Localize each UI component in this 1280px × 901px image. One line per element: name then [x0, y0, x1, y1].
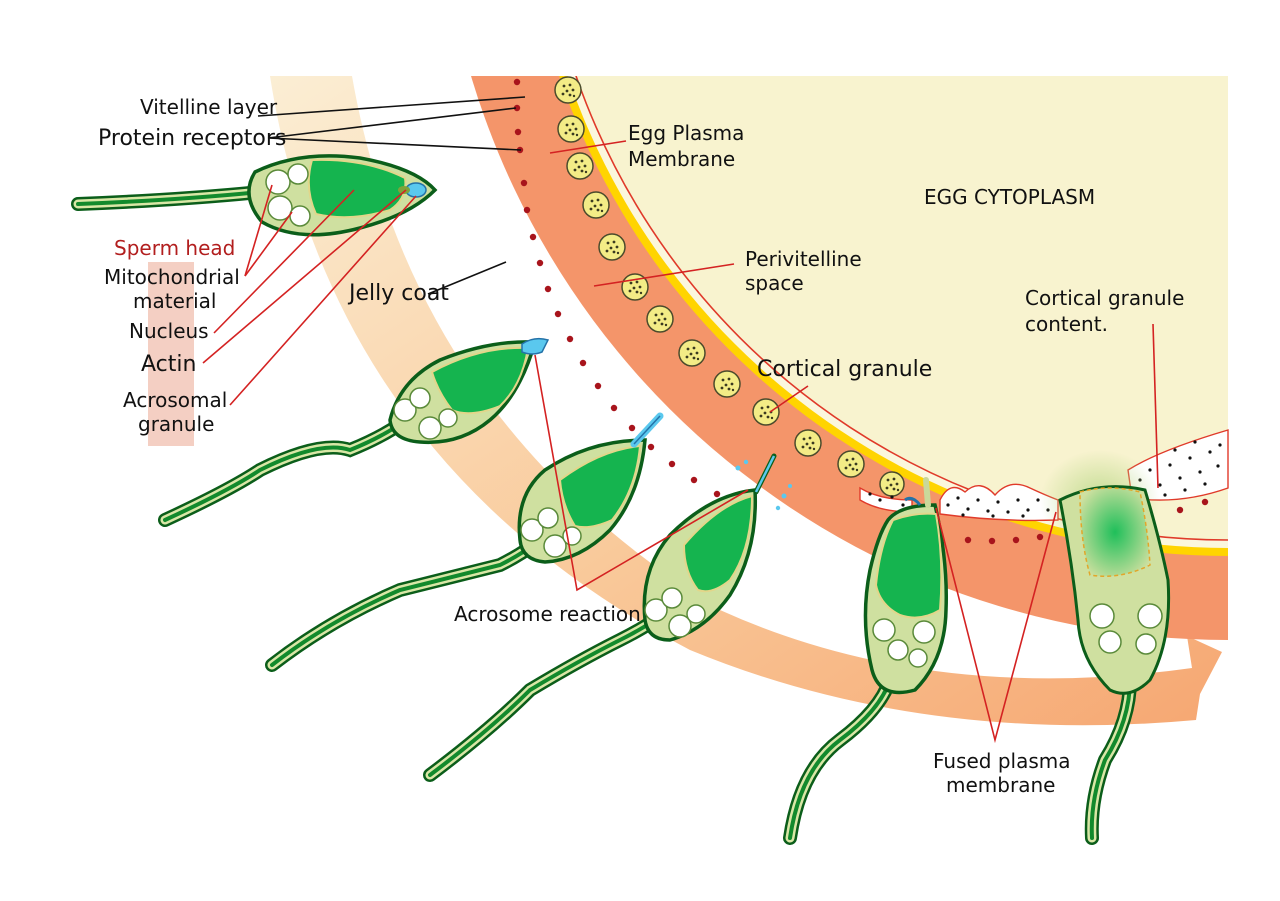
- label-sperm-head: Sperm head: [114, 236, 235, 260]
- label-acrosome-reaction: Acrosome reaction: [454, 602, 641, 626]
- label-protein-receptors: Protein receptors: [98, 126, 286, 151]
- label-cortical-content-line2: content.: [1025, 312, 1108, 336]
- sperm-acrosome-reaction-3: [423, 453, 792, 782]
- egg-plasma-membrane: [575, 76, 1228, 541]
- sperm-head-bracket: [148, 262, 194, 446]
- label-jelly-coat: Jelly coat: [347, 281, 449, 306]
- label-egg-cytoplasm: EGG CYTOPLASM: [924, 185, 1095, 209]
- sperm-acrosome-reaction-1: [158, 337, 550, 527]
- label-cortical-granule: Cortical granule: [757, 357, 932, 382]
- sperm-fused: [1040, 450, 1171, 845]
- label-mitochondrial-line1: Mitochondrial: [104, 265, 240, 289]
- leader-lines-red: [202, 140, 1159, 744]
- label-perivitelline-line1: Perivitelline: [745, 247, 862, 271]
- label-fused-line2: membrane: [946, 773, 1055, 797]
- sperm-head-approaching: [71, 154, 438, 237]
- cortical-granules: [554, 76, 905, 497]
- sperm-acrosome-reaction-2: [265, 412, 664, 672]
- egg: [471, 76, 1228, 640]
- labels: Vitelline layer Protein receptors Egg Pl…: [98, 95, 1184, 797]
- label-perivitelline-line2: space: [745, 271, 804, 295]
- label-cortical-content-line1: Cortical granule: [1025, 286, 1184, 310]
- label-egg-plasma-membrane-line1: Egg Plasma: [628, 121, 744, 145]
- label-mitochondrial-line2: material: [133, 289, 216, 313]
- label-egg-plasma-membrane-line2: Membrane: [628, 147, 735, 171]
- label-actin: Actin: [141, 352, 196, 377]
- label-vitelline-layer: Vitelline layer: [140, 95, 278, 119]
- label-fused-line1: Fused plasma: [933, 749, 1071, 773]
- label-nucleus: Nucleus: [129, 319, 209, 343]
- sperm-fusing: [783, 477, 948, 845]
- label-acrosomal-line2: granule: [138, 412, 214, 436]
- label-acrosomal-line1: Acrosomal: [123, 388, 227, 412]
- leader-lines-black: [257, 96, 526, 295]
